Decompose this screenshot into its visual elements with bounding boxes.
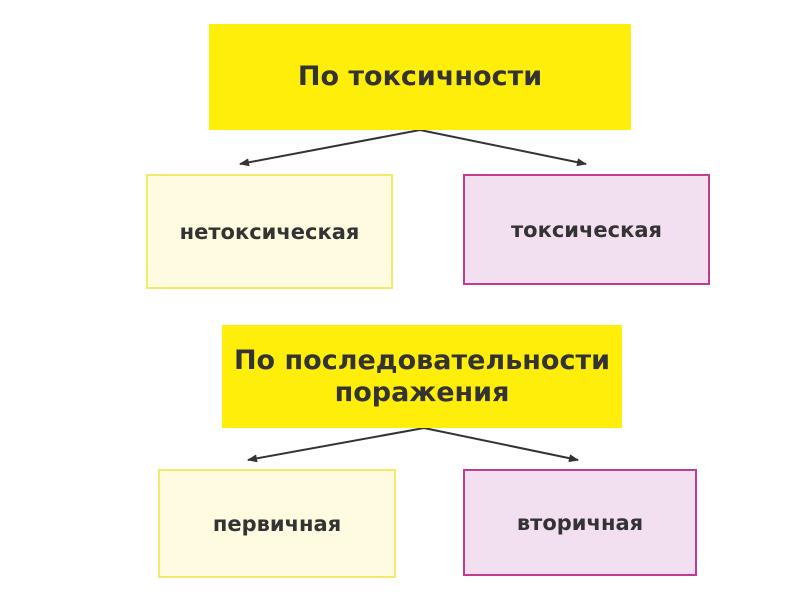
node-secondary: вторичная xyxy=(463,469,697,576)
header-by-sequence-label: По последовательности поражения xyxy=(233,345,611,408)
header-by-toxicity-label: По токсичности xyxy=(297,61,543,93)
arrow-to-secondary xyxy=(423,427,579,463)
node-toxic-label: токсическая xyxy=(510,217,663,242)
arrow-to-nontoxic xyxy=(239,129,421,167)
node-nontoxic: нетоксическая xyxy=(146,174,393,289)
arrow-to-primary xyxy=(247,427,425,463)
node-nontoxic-label: нетоксическая xyxy=(179,219,360,244)
header-by-toxicity: По токсичности xyxy=(209,24,631,130)
node-secondary-label: вторичная xyxy=(516,510,644,535)
arrow-to-toxic xyxy=(419,129,587,167)
header-by-sequence: По последовательности поражения xyxy=(222,325,622,428)
node-primary-label: первичная xyxy=(212,511,342,536)
node-toxic: токсическая xyxy=(463,174,710,285)
node-primary: первичная xyxy=(158,469,396,578)
